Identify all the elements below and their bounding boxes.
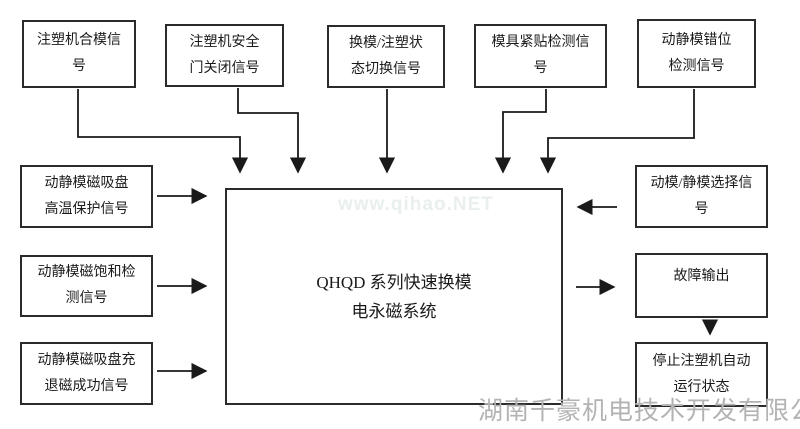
box-magnetic-saturation-signal: 动静模磁饱和检 测信号	[20, 255, 153, 317]
box-safety-door-signal: 注塑机安全 门关闭信号	[165, 24, 284, 87]
box-high-temp-protect-label: 动静模磁吸盘 高温保护信号	[44, 175, 129, 217]
box-mag-demag-success-label: 动静模磁吸盘充 退磁成功信号	[37, 352, 136, 394]
box-mold-contact-signal: 模具紧贴检测信 号	[474, 24, 607, 88]
box-fault-output: 故障输出	[635, 253, 768, 318]
box-main-system: QHQD 系列快速换模 电永磁系统	[225, 188, 563, 405]
box-mold-select-signal: 动模/静模选择信 号	[635, 165, 768, 228]
connector-clamp-signal-to-system	[77, 89, 249, 174]
box-fault-output-label: 故障输出	[673, 268, 730, 284]
box-mode-switch-signal-label: 换模/注塑状 态切换信号	[349, 35, 423, 77]
box-mode-switch-signal: 换模/注塑状 态切换信号	[327, 25, 445, 88]
box-mold-misalign-signal: 动静模错位 检测信号	[637, 19, 756, 88]
box-mag-demag-success-signal: 动静模磁吸盘充 退磁成功信号	[20, 342, 153, 405]
box-mold-misalign-signal-label: 动静模错位 检测信号	[661, 32, 732, 74]
box-stop-auto-run: 停止注塑机自动 运行状态	[635, 342, 768, 407]
box-clamp-signal: 注塑机合模信 号	[22, 20, 136, 88]
connector-safety-door-to-system	[237, 88, 307, 174]
box-high-temp-protect-signal: 动静模磁吸盘 高温保护信号	[20, 165, 153, 228]
main-system-title: QHQD 系列快速换模 电永磁系统	[316, 272, 472, 321]
box-mold-select-label: 动模/静模选择信 号	[650, 175, 753, 217]
box-magnetic-saturation-label: 动静模磁饱和检 测信号	[37, 265, 136, 306]
connector-mold-contact-to-system	[494, 89, 547, 174]
box-safety-door-signal-label: 注塑机安全 门关闭信号	[189, 34, 260, 76]
box-mold-contact-signal-label: 模具紧贴检测信 号	[491, 35, 590, 76]
box-clamp-signal-label: 注塑机合模信 号	[37, 33, 121, 74]
box-stop-auto-run-label: 停止注塑机自动 运行状态	[652, 353, 751, 395]
connector-mold-misalign-to-system	[539, 89, 695, 174]
